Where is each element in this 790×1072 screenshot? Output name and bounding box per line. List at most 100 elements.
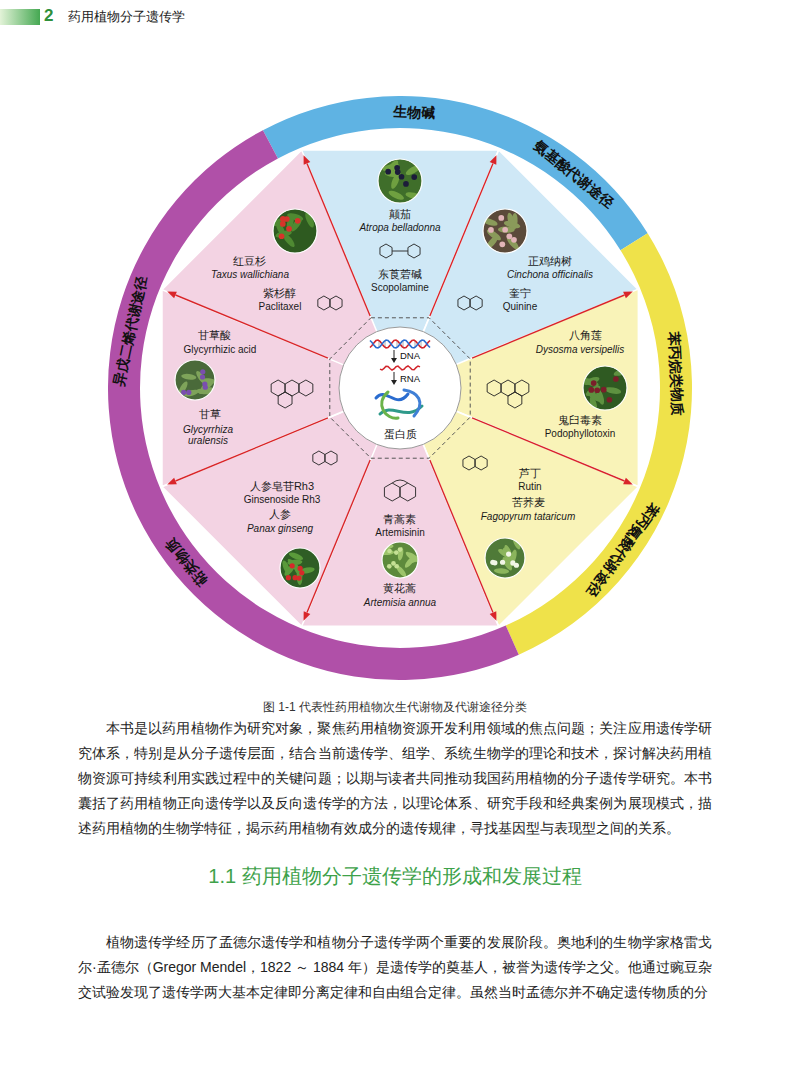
photo-berry <box>490 560 495 565</box>
photo-leaf <box>387 189 405 202</box>
photo-berry <box>298 566 303 571</box>
plant-photo <box>280 548 320 588</box>
photo-berry <box>588 387 594 393</box>
header-bar-fill <box>0 9 40 25</box>
structure-bond <box>392 251 408 252</box>
chinese-name: 红豆杉 <box>233 253 266 268</box>
latin-name: Glycyrrhiza uralensis <box>180 424 236 446</box>
photo-berry <box>394 165 400 171</box>
structure-ring <box>325 451 337 465</box>
compound-name: Scopolamine <box>371 281 429 292</box>
photo-ground <box>378 159 422 203</box>
photo-berry <box>411 174 417 180</box>
plant-photo <box>380 542 422 578</box>
band-arc <box>108 130 519 680</box>
photo-leaf <box>604 386 622 395</box>
chinese-name: 人参皂苷Rh3 <box>250 479 314 494</box>
structure-ring <box>318 296 330 310</box>
chinese-name: 甘草酸 <box>198 327 231 342</box>
photo-leaf <box>586 389 603 404</box>
photo-berry <box>502 227 508 233</box>
structure-ring <box>313 451 325 465</box>
photo-berry <box>385 169 391 175</box>
structure-ring <box>330 296 342 310</box>
structure-ring <box>400 483 416 501</box>
photo-ground <box>483 209 527 253</box>
latin-name: Taxus wallichiana <box>211 268 289 279</box>
latin-name: Atropa belladonna <box>359 221 440 232</box>
protein-ribbon <box>404 390 420 416</box>
photo-berry <box>202 381 207 386</box>
red-arrow-head <box>623 478 633 485</box>
photo-ground <box>583 366 627 410</box>
red-arrow-head <box>167 478 177 485</box>
photo-berry <box>498 215 504 221</box>
photo-rim <box>378 159 422 203</box>
latin-name: Fagopyrum tataricum <box>481 511 575 522</box>
photo-rim <box>485 538 525 578</box>
photo-leaf <box>582 376 600 388</box>
photo-leaf <box>395 565 408 579</box>
chinese-name: 颠茄 <box>389 206 411 221</box>
photo-berry <box>506 551 511 556</box>
photo-leaf <box>494 568 510 575</box>
photo-berry <box>200 374 205 379</box>
photo-berry <box>601 387 607 393</box>
photo-berry <box>387 564 392 569</box>
photo-berry <box>394 550 399 555</box>
latin-name: Panax ginseng <box>247 523 313 534</box>
photo-berry <box>613 376 619 382</box>
chinese-name: 苦荞麦 <box>512 495 545 510</box>
protein-ribbon <box>376 394 408 400</box>
photo-berry <box>499 241 505 247</box>
red-arrow-line <box>430 460 493 612</box>
plant-photo <box>175 360 216 400</box>
photo-ground <box>382 542 418 578</box>
red-arrow-line <box>307 163 370 315</box>
photo-rim <box>483 209 527 253</box>
compound-name: Artemisinin <box>375 527 424 538</box>
red-arrow-line <box>307 460 370 612</box>
photo-rim <box>280 548 320 588</box>
compound-name: Podophyllotoxin <box>545 427 616 438</box>
dna-strand <box>370 340 430 348</box>
red-arrow-head <box>304 155 311 165</box>
dogma-arrow-head <box>391 358 397 363</box>
red-arrow-line <box>175 418 327 481</box>
photo-berry <box>186 390 191 395</box>
photo-berry <box>391 561 396 566</box>
photo-ground <box>485 538 525 578</box>
circle-fill <box>339 327 461 449</box>
photo-ground <box>273 209 317 253</box>
compound-name: Ginsenoside Rh3 <box>244 494 321 505</box>
protein-label: 蛋白质 <box>384 429 417 440</box>
compound-name: Glycyrrhizic acid <box>184 343 257 354</box>
photo-ground <box>280 548 320 588</box>
plant-photo <box>481 209 527 253</box>
structure-ring <box>463 456 475 470</box>
photo-berry <box>280 216 286 222</box>
red-arrow-head <box>304 611 311 621</box>
photo-berry <box>279 233 285 239</box>
chinese-name: 奎宁 <box>509 285 531 300</box>
red-arrow-line <box>472 295 624 358</box>
photo-berry <box>181 390 186 395</box>
red-arrow-line <box>472 418 624 481</box>
dna-strand <box>370 340 430 348</box>
molecule-label: DNA <box>400 350 420 361</box>
photo-berry <box>488 227 494 233</box>
red-arrow-line <box>430 163 493 315</box>
structure-ring <box>508 392 522 408</box>
photo-berry <box>290 563 295 568</box>
photo-leaf <box>498 226 515 233</box>
molecule-label: RNA <box>400 373 420 384</box>
plant-photo <box>582 366 631 413</box>
photo-berry <box>500 560 505 565</box>
red-arrow-head <box>490 611 497 621</box>
structure-ring <box>458 296 470 310</box>
photo-berry <box>398 547 403 552</box>
chinese-name: 紫杉醇 <box>263 285 296 300</box>
photo-rim <box>583 366 627 410</box>
compound-name: Paclitaxel <box>259 300 302 311</box>
plant-photo <box>378 159 423 203</box>
